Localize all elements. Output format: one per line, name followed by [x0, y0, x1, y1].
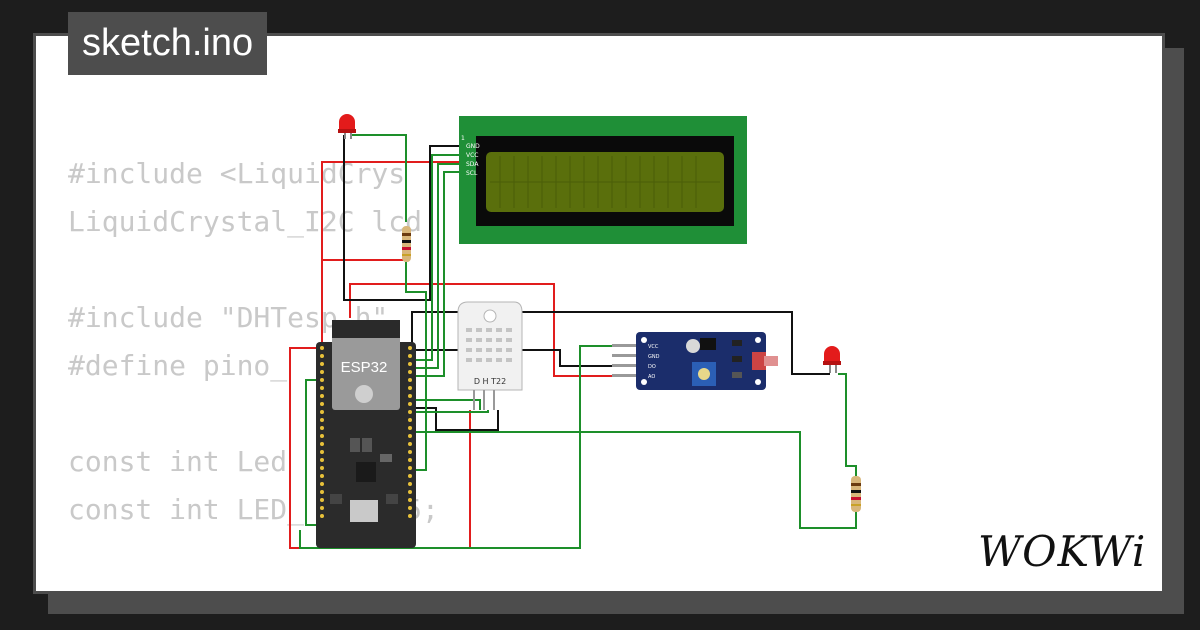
esp32-module-shield [332, 320, 400, 410]
lcd-pin-label: SCL [466, 170, 478, 177]
green-wire [350, 134, 407, 222]
green-wire [412, 410, 489, 413]
esp32-pins-right [408, 346, 412, 518]
green-wire [412, 163, 462, 369]
code-line: #include "DHTesp.h" [68, 301, 389, 334]
green-wire [412, 399, 481, 410]
black-wire [412, 349, 636, 367]
green-wire [405, 262, 427, 471]
usb-port [350, 500, 378, 522]
lcd-pin-label: SDA [466, 161, 479, 168]
black-wire [416, 407, 499, 431]
sensor-pin-label: VCC [648, 344, 659, 350]
wokwi-logo: WOKWi [978, 527, 1146, 576]
resistor-top [402, 226, 411, 262]
code-line: #define pino_ 0 [68, 349, 372, 382]
file-tab[interactable]: sketch.ino [68, 12, 268, 75]
green-wire [299, 345, 636, 549]
wokwi-logo-text: WOKWi [978, 527, 1146, 576]
lcd-pin-label: VCC [466, 152, 478, 159]
green-wire [838, 373, 857, 478]
esp32-label: ESP32 [341, 359, 388, 376]
espressif-logo-icon [355, 385, 373, 403]
lcd-pin-label: GND [466, 143, 480, 150]
lcd-display: 1 GND VCC SDA SCL [459, 116, 747, 244]
lcd-char-grid [490, 156, 720, 208]
wires [289, 134, 857, 549]
esp32-board: ESP32 [316, 320, 416, 548]
black-wire [343, 135, 462, 301]
boot-button[interactable] [330, 494, 342, 504]
red-wire [349, 283, 636, 377]
dht-label: D H T22 [474, 377, 506, 386]
reset-button[interactable] [386, 494, 398, 504]
green-wire [412, 431, 857, 529]
lcd-pin-label: 1 [461, 135, 465, 142]
led-right[interactable] [823, 346, 841, 373]
esp32-pins-left [320, 346, 324, 518]
photoresistor [764, 356, 778, 366]
red-wire [289, 347, 471, 549]
green-wire [305, 379, 322, 526]
green-wire [412, 154, 462, 361]
resistor-right [851, 476, 861, 512]
dht22-sensor: D H T22 [457, 301, 523, 410]
sensor-pin-label: DO [648, 364, 656, 370]
led-top[interactable] [338, 114, 356, 139]
ldr-sensor-module: VCC GND DO AO [612, 332, 778, 390]
sensor-pin-label: GND [648, 354, 660, 360]
green-wire [412, 171, 462, 377]
black-wire [411, 311, 830, 375]
sensor-pin-label: AO [648, 374, 655, 380]
code-line: const int Led [68, 445, 288, 478]
